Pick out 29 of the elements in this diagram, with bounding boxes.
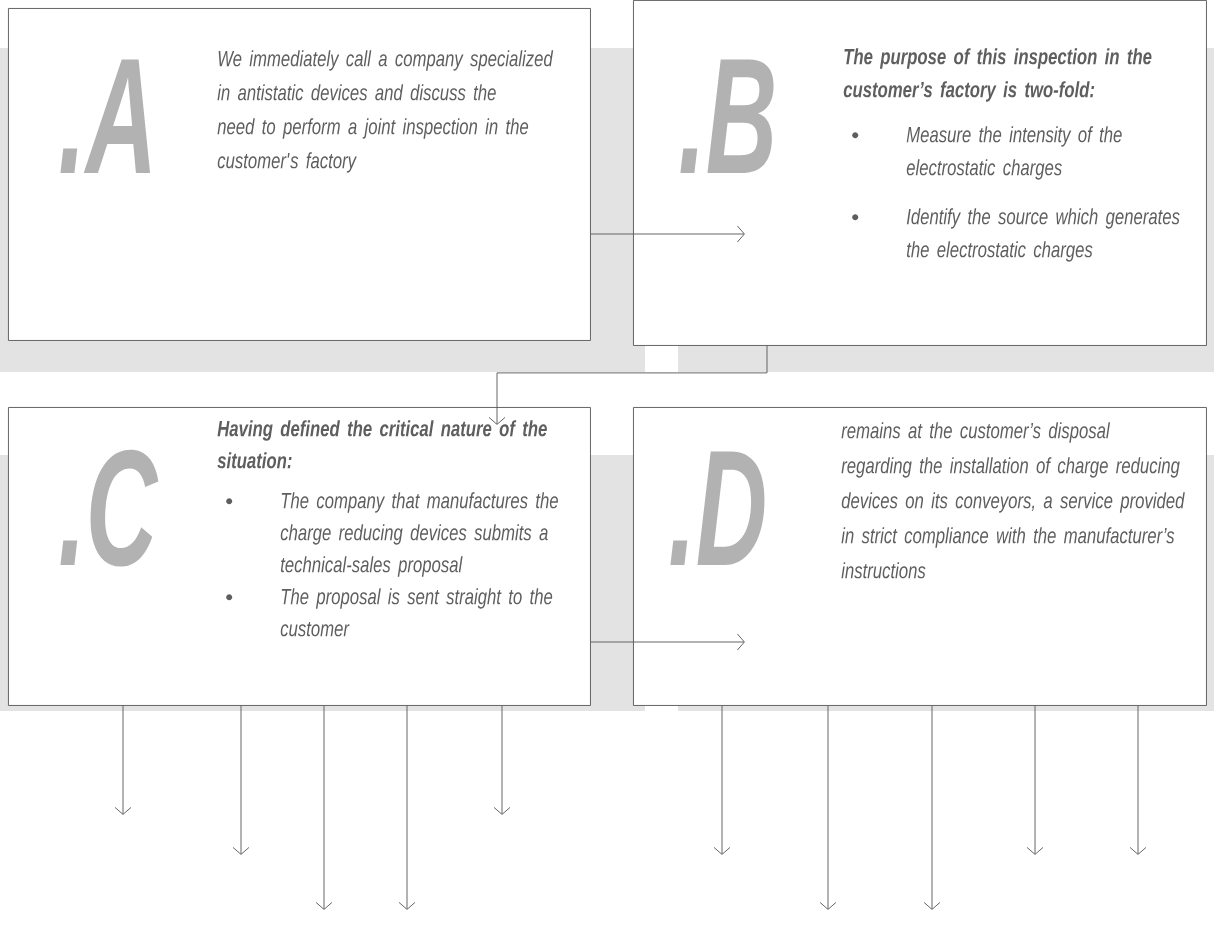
step-letter: .B	[680, 59, 774, 173]
arrow	[1129, 705, 1147, 855]
step-box	[8, 8, 591, 341]
body-text: We immediately call a company specialized in antistatic devices and discuss the need to perform a joint inspection in the customer's factory	[217, 50, 554, 173]
list-item: The proposal is sent straight to the customer	[280, 588, 553, 637]
arrow	[493, 705, 511, 815]
step-letter: .C	[60, 449, 159, 567]
step-box	[633, 407, 1207, 706]
step-box	[8, 407, 591, 706]
arrow	[590, 633, 745, 651]
list-item: The company that manufactures the charge reducing devices submits a technical-sales proposal	[280, 492, 558, 577]
arrow	[398, 705, 416, 910]
heading-text: Having defined the critical nature of the situation:	[217, 420, 547, 469]
arrow	[232, 705, 250, 855]
arrow	[114, 705, 132, 815]
arrow	[315, 705, 333, 910]
step-letter: .D	[670, 451, 765, 565]
arrow	[819, 705, 837, 910]
heading-text: The purpose of this inspection in the customer’s factory is two-fold:	[843, 48, 1152, 102]
arrow	[923, 705, 941, 910]
arrow	[590, 225, 745, 243]
step-box	[633, 0, 1207, 346]
body-text: remains at the customer’s disposal regarding the installation of charge reducing devices on its conveyors, a service provided in strict compliance with the manufacturer’s instructions	[841, 422, 1185, 579]
step-letter: .A	[60, 59, 151, 173]
arrow	[713, 705, 731, 855]
arrow	[1026, 705, 1044, 855]
list-item: Measure the intensity of the electrostatic charges	[906, 126, 1122, 180]
arrow	[488, 345, 768, 425]
list-item: Identify the source which generates the electrostatic charges	[906, 208, 1180, 262]
